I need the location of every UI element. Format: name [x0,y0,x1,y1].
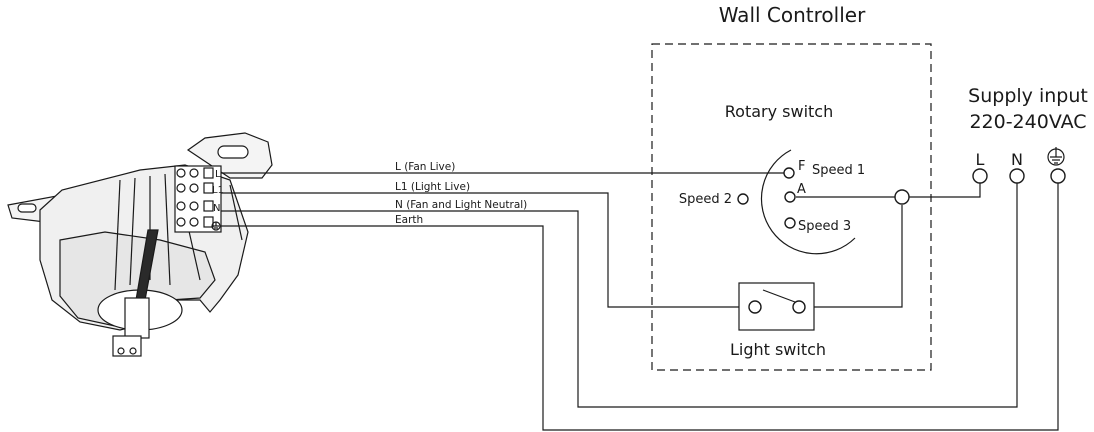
supply-terminal-earth [1050,168,1066,184]
speed-1-label: Speed 1 [812,163,865,178]
supply-label-n: N [1011,150,1023,169]
wire-neutral [221,183,1018,408]
fixture-terminal-n: N [213,203,220,214]
light-switch-label: Light switch [730,340,826,359]
rotary-terminal-f [783,167,795,179]
wire-label-neutral: N (Fan and Light Neutral) [395,199,527,211]
wire-earth [221,183,1059,431]
wire-label-fan-live: L (Fan Live) [395,161,455,173]
supply-title: Supply input [968,85,1088,107]
fixture-terminal-l: L [215,169,221,180]
rotary-terminal-a [784,191,796,203]
wall-controller-title: Wall Controller [719,3,866,27]
speed-3-label: Speed 3 [798,219,851,234]
wire-label-light-live: L1 (Light Live) [395,181,470,193]
supply-earth-icon [1047,147,1065,166]
supply-voltage: 220-240VAC [969,111,1086,133]
speed-2-label: Speed 2 [679,192,732,207]
rotary-switch-title: Rotary switch [725,102,833,121]
wire-light-live [221,192,753,308]
rotary-label-a: A [797,182,806,197]
fixture-terminal-l1: L1 [212,185,224,196]
light-switch-terminal-right [792,300,806,314]
supply-input: Supply input 220-240VAC L N [968,85,1088,184]
supply-terminal-n [1009,168,1025,184]
rotary-terminal-speed2 [737,193,749,205]
rotary-label-f: F [798,159,805,174]
wire-label-earth: Earth [395,214,423,226]
wires [221,172,1059,431]
wall-controller-boundary [651,43,932,371]
light-switch-terminal-left [748,300,762,314]
rotary-switch-arc [760,149,856,255]
supply-label-l: L [976,150,985,169]
junction-node [894,189,910,205]
fixture-earth-icon [211,221,221,231]
wire-supply-live [796,183,981,198]
supply-terminal-l [972,168,988,184]
light-switch-lever [762,289,796,303]
wire-switch-feed [805,205,903,308]
wall-controller: Wall Controller Rotary switch F A Speed … [651,3,932,371]
fan-fixture-illustration: L L1 N [7,132,273,357]
rotary-terminal-speed3 [784,217,796,229]
